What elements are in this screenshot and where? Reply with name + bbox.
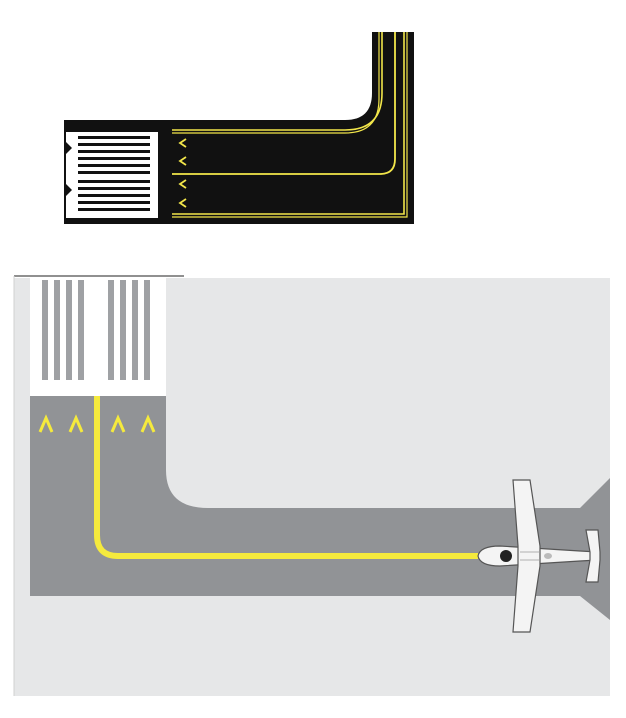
bottom-centerline — [94, 396, 478, 559]
bottom-diagram-svg — [13, 275, 610, 696]
top-arrow-3 — [178, 179, 187, 189]
top-arrow-4 — [178, 198, 187, 208]
top-arrow-1 — [178, 138, 187, 148]
top-edge-line-inner — [172, 32, 380, 134]
bottom-arrow-3 — [110, 414, 126, 433]
bottom-arrow-2 — [68, 414, 84, 433]
bottom-arrow-4 — [140, 414, 156, 433]
bottom-taxiway-diagram — [0, 268, 626, 718]
bottom-threshold-block — [30, 278, 166, 396]
top-edge-line-outer — [172, 32, 383, 131]
top-taxiway-diagram — [0, 0, 626, 240]
top-arrows — [178, 138, 187, 208]
top-left-notch-2 — [64, 182, 72, 198]
top-centerline — [172, 32, 396, 175]
top-left-notch-1 — [64, 140, 72, 156]
top-diagram-svg — [64, 32, 414, 224]
bottom-pavement — [30, 278, 610, 620]
top-right-edge — [172, 32, 405, 215]
bottom-arrows — [38, 414, 156, 433]
top-threshold-stripes — [78, 136, 150, 211]
bottom-arrow-1 — [38, 414, 54, 433]
airplane-top-view-icon — [477, 479, 601, 633]
bottom-threshold-stripes — [42, 280, 150, 380]
top-arrow-2 — [178, 156, 187, 166]
